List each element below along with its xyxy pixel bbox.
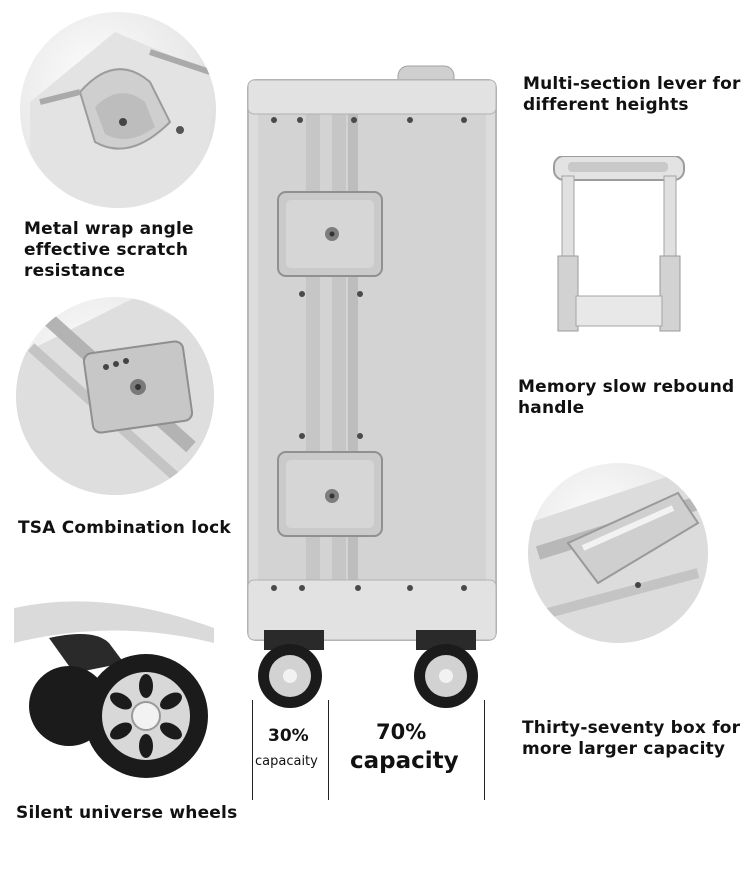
large-capacity-word: capacity [350, 748, 459, 774]
lever-image [550, 156, 700, 336]
box-line-1: Thirty-seventy box for [522, 718, 741, 738]
small-capacity-pct: 30% [268, 726, 309, 746]
small-capacity-word: capacaity [255, 754, 318, 769]
metal-wrap-line-3: resistance [24, 261, 126, 281]
handle-line-2: handle [518, 398, 585, 418]
divider-middle [328, 700, 329, 800]
lock-detail-image [16, 297, 214, 495]
handle-line-1: Memory slow rebound [518, 377, 735, 397]
lever-label: Multi-section lever for different height… [523, 74, 741, 116]
wheel-detail-image [14, 588, 224, 788]
lever-line-1: Multi-section lever for [523, 74, 741, 94]
tsa-lock-label: TSA Combination lock [18, 518, 231, 538]
handle-label: Memory slow rebound handle [518, 377, 734, 419]
box-line-2: more larger capacity [522, 739, 726, 759]
handle-detail-image [528, 463, 708, 643]
metal-wrap-line-2: effective scratch [24, 240, 189, 260]
metal-wrap-line-1: Metal wrap angle [24, 219, 194, 239]
wheels-label: Silent universe wheels [16, 803, 238, 823]
metal-wrap-label: Metal wrap angle effective scratch resis… [24, 219, 194, 282]
suitcase-image [240, 64, 502, 714]
corner-detail-image [20, 12, 216, 208]
large-capacity-pct: 70% [376, 720, 427, 744]
divider-left [252, 700, 253, 800]
divider-right [484, 700, 485, 800]
box-label: Thirty-seventy box for more larger capac… [522, 718, 740, 760]
lever-line-2: different heights [523, 95, 689, 115]
